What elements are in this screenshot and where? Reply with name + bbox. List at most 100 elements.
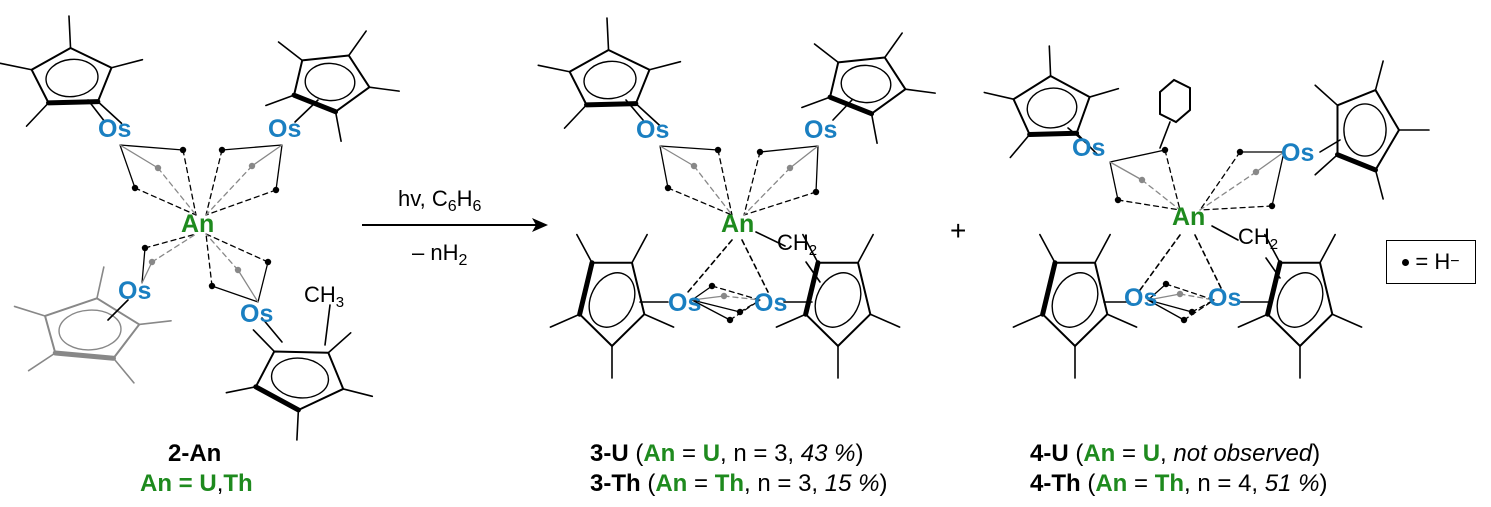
- bond-60: [659, 145, 695, 167]
- os-atom-2b: Os: [804, 116, 837, 144]
- methyl-bond: [1314, 84, 1339, 107]
- hydride-dot-59: [714, 146, 722, 154]
- bond-53: [741, 239, 769, 293]
- hydride-dot-80: [736, 308, 744, 316]
- cp-ring-aromatic: [1026, 87, 1078, 129]
- bond-104: [1141, 179, 1181, 211]
- methyl-bond: [1314, 153, 1339, 176]
- cp-ring-aromatic: [270, 357, 330, 399]
- bond-98: [1117, 199, 1181, 211]
- bond-24: [251, 144, 283, 167]
- bond-94: [1265, 257, 1281, 279]
- an-atom-3: An: [1172, 203, 1205, 231]
- cp-ring-aromatic: [45, 58, 99, 98]
- bond-6: [261, 317, 283, 343]
- cp-4c-86: [1012, 233, 1138, 379]
- bond-61: [693, 165, 733, 216]
- compound-2-label: 2-An: [168, 440, 221, 468]
- bond-36: [257, 261, 269, 303]
- bond-89: [1067, 127, 1086, 143]
- methyl-bond: [1331, 313, 1363, 328]
- cp-ring-aromatic: [58, 309, 122, 351]
- methyl-bond: [1374, 169, 1384, 200]
- bond-22: [205, 189, 277, 216]
- bond-58: [717, 149, 733, 216]
- cp-ring-aromatic: [583, 60, 637, 100]
- methyl-bond: [869, 313, 901, 328]
- cp-3a-42: [537, 17, 682, 129]
- cp-ring-wedge: [577, 260, 595, 317]
- arrow-conditions-bottom: – nH2: [412, 240, 468, 269]
- os-atom-3c: Os: [1124, 284, 1157, 312]
- methyl-bond: [883, 32, 903, 59]
- methyl-bond: [97, 100, 123, 125]
- cp-3c-44: [549, 233, 675, 379]
- os-atom-3d: Os: [1208, 284, 1241, 312]
- cp-ring-wedge: [827, 94, 875, 117]
- methyl-bond: [606, 17, 610, 51]
- cp-2a-0: [0, 15, 144, 127]
- hydride-dot-123: [1188, 308, 1196, 316]
- methyl-bond: [1048, 45, 1052, 77]
- methyl-bond: [96, 266, 105, 300]
- cp-ring-outline: [804, 261, 872, 347]
- methyl-bond: [1012, 313, 1044, 328]
- bond-33: [211, 285, 259, 303]
- bond-70: [743, 167, 791, 216]
- cp-ring-wedge: [1040, 260, 1058, 317]
- methyl-bond: [775, 313, 807, 328]
- an-atom-2: An: [721, 210, 754, 238]
- os-atom-1d: Os: [240, 300, 273, 328]
- cp-ring-outline: [254, 350, 345, 411]
- hydride-dot-17: [154, 164, 162, 172]
- phenyl-ring: [1159, 78, 1191, 124]
- cp-ring-aromatic: [1276, 272, 1324, 328]
- methyl-bond: [277, 41, 304, 62]
- methyl-bond: [334, 110, 342, 142]
- methyl-bond: [1094, 233, 1111, 264]
- cp-ring-outline: [1012, 75, 1091, 136]
- bond-12: [119, 144, 184, 151]
- hydride-dot-74: [708, 282, 716, 290]
- hydride-dot-icon: [1402, 258, 1410, 266]
- bond-19: [205, 149, 223, 216]
- bond-112: [1255, 151, 1285, 173]
- bond-122: [1191, 299, 1215, 313]
- methyl-bond: [802, 233, 819, 264]
- bond-76: [729, 299, 761, 321]
- bond-75: [691, 299, 731, 321]
- hydride-dot-99: [1114, 196, 1122, 204]
- methyl-bond: [27, 352, 57, 372]
- bond-39: [237, 269, 259, 303]
- cp-2c-2: [13, 266, 172, 384]
- hydride-legend: = H−: [1386, 240, 1476, 284]
- methyl-bond: [1319, 233, 1336, 264]
- bond-64: [743, 151, 761, 216]
- methyl-bond: [25, 102, 50, 127]
- cp-ring-aromatic: [1051, 272, 1099, 328]
- bond-96: [1194, 234, 1223, 291]
- cp-3b-43: [801, 32, 936, 144]
- cp-ring-outline: [44, 297, 141, 360]
- methyl-bond: [563, 104, 588, 129]
- bond-103: [1109, 161, 1143, 181]
- bond-88: [1159, 121, 1171, 149]
- compound-4u-label: 4-U (An = U, not observed): [1030, 440, 1321, 467]
- methyl-bond: [549, 313, 581, 328]
- legend-text: = H: [1415, 249, 1451, 274]
- methyl-bond: [1075, 132, 1099, 156]
- bond-69: [789, 145, 819, 169]
- methyl-bond: [110, 58, 144, 69]
- methyl-bond: [870, 112, 878, 144]
- methyl-bond: [342, 388, 374, 398]
- hydride-dot-14: [179, 146, 187, 154]
- cp-ring-wedge: [253, 384, 301, 413]
- bond-51: [805, 261, 821, 283]
- methyl-bond: [801, 96, 831, 109]
- bond-101: [1164, 149, 1181, 211]
- hydride-bridges: [119, 144, 1285, 324]
- bond-13: [182, 149, 197, 216]
- cp-4b-85: [1314, 60, 1430, 200]
- methyl-bond: [648, 60, 682, 71]
- bond-28: [144, 233, 197, 249]
